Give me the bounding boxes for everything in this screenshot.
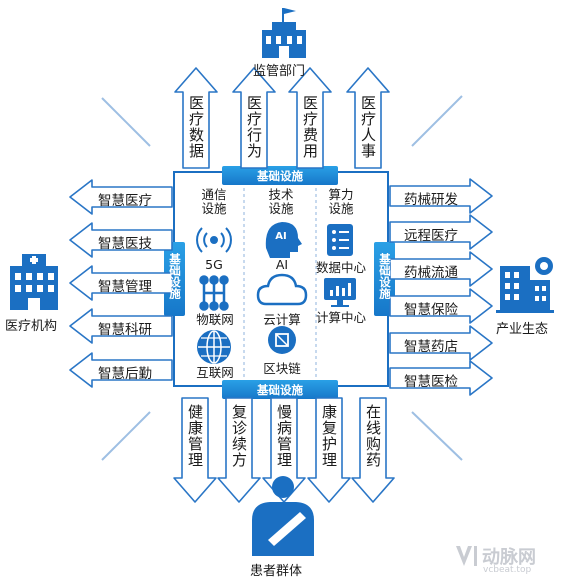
tech-label-cloud: 云计算 <box>263 312 301 327</box>
tech-label-iot: 物联网 <box>196 312 234 327</box>
infra-bar-left <box>164 242 185 316</box>
top-arrow-label-2: 医疗行为 <box>245 95 263 159</box>
bottom-arrow-5 <box>351 397 395 503</box>
diagonal-rays <box>101 95 463 461</box>
tech-label-internet: 互联网 <box>196 365 234 380</box>
bottom-arrow-label-3: 慢病管理 <box>275 404 293 468</box>
top-arrow-2 <box>232 67 276 169</box>
signal-icon <box>196 227 232 253</box>
industry-buildings-icon <box>496 257 554 313</box>
infra-label-top: 基础设施 <box>257 169 303 183</box>
bottom-arrow-label-4: 康复护理 <box>320 404 338 468</box>
bottom-arrow-label-2: 复诊续方 <box>230 404 248 468</box>
right-arrow-label-5: 智慧药店 <box>404 339 458 355</box>
patient-icon <box>252 476 314 556</box>
right-arrow-4 <box>389 288 493 324</box>
right-arrow-label-2: 远程医疗 <box>404 228 458 244</box>
node-label-top: 监管部门 <box>253 64 306 79</box>
left-arrow-2 <box>69 222 173 258</box>
node-label-bottom: 患者群体 <box>250 564 303 579</box>
center-title-technology: 技术 设施 <box>268 187 294 216</box>
tech-label-compute-center: 计算中心 <box>315 310 366 325</box>
right-arrow-3 <box>389 251 493 287</box>
top-arrow-label-1: 医疗数据 <box>187 95 205 159</box>
bottom-arrow-1 <box>173 397 217 503</box>
infra-label-bottom: 基础设施 <box>257 383 303 397</box>
top-arrow-3 <box>288 67 332 169</box>
column-separators <box>243 188 317 378</box>
right-arrows <box>389 178 493 396</box>
monitor-chart-icon <box>324 278 356 307</box>
infra-label-right: 基础设施 <box>378 253 392 299</box>
infrastructure-bars <box>164 166 395 399</box>
bottom-arrow-label-1: 健康管理 <box>186 404 204 468</box>
tech-label-ai: AI <box>275 257 289 272</box>
tech-label-data-center: 数据中心 <box>315 260 366 275</box>
tech-label-5g: 5G <box>205 257 223 272</box>
cloud-icon <box>256 273 308 306</box>
infra-bar-top <box>222 166 338 185</box>
left-arrows <box>69 179 173 388</box>
ai-head-icon <box>265 222 302 258</box>
top-arrow-label-4: 医疗人事 <box>359 95 377 159</box>
bottom-arrow-3 <box>262 397 306 503</box>
right-arrow-6 <box>389 360 493 396</box>
right-arrow-label-6: 智慧医检 <box>404 374 458 390</box>
tech-label-ai-badge: AI <box>275 231 287 242</box>
right-arrow-label-4: 智慧保险 <box>404 302 458 318</box>
right-arrow-2 <box>389 214 493 250</box>
top-arrow-label-3: 医疗费用 <box>301 95 319 159</box>
server-icon <box>327 224 353 256</box>
center-title-compute: 算力 设施 <box>328 187 354 216</box>
left-arrow-1 <box>69 179 173 215</box>
left-arrow-label-1: 智慧医疗 <box>98 193 152 209</box>
center-title-communication: 通信 设施 <box>201 187 227 216</box>
node-label-left: 医疗机构 <box>5 319 58 334</box>
hospital-icon <box>10 254 58 310</box>
watermark-domain: vcbeat.top <box>483 565 532 575</box>
bottom-arrow-4 <box>307 397 351 503</box>
left-arrow-3 <box>69 265 173 301</box>
infra-bar-bottom <box>222 380 338 399</box>
left-arrow-4 <box>69 308 173 344</box>
right-arrow-5 <box>389 325 493 361</box>
right-arrow-label-1: 药械研发 <box>404 192 458 208</box>
left-arrow-label-2: 智慧医技 <box>98 236 152 252</box>
top-arrows <box>174 67 390 169</box>
blockchain-icon <box>268 326 296 354</box>
bottom-arrow-2 <box>217 397 261 503</box>
left-arrow-label-5: 智慧后勤 <box>98 366 152 382</box>
iot-network-icon <box>199 275 229 311</box>
left-arrow-label-4: 智慧科研 <box>98 322 152 338</box>
node-label-right: 产业生态 <box>496 322 549 337</box>
globe-icon <box>197 330 231 364</box>
watermark-brand: 动脉网 <box>482 547 536 568</box>
top-arrow-1 <box>174 67 218 169</box>
watermark-logo-icon <box>456 546 477 566</box>
top-arrow-4 <box>346 67 390 169</box>
right-arrow-1 <box>389 178 493 214</box>
bottom-arrows <box>173 397 395 503</box>
left-arrow-label-3: 智慧管理 <box>98 279 152 295</box>
infra-label-left: 基础设施 <box>168 253 182 299</box>
government-building-icon <box>262 8 306 58</box>
bottom-arrow-label-5: 在线购药 <box>364 404 382 468</box>
left-arrow-5 <box>69 352 173 388</box>
tech-label-blockchain: 区块链 <box>263 361 301 376</box>
right-arrow-label-3: 药械流通 <box>404 265 458 281</box>
